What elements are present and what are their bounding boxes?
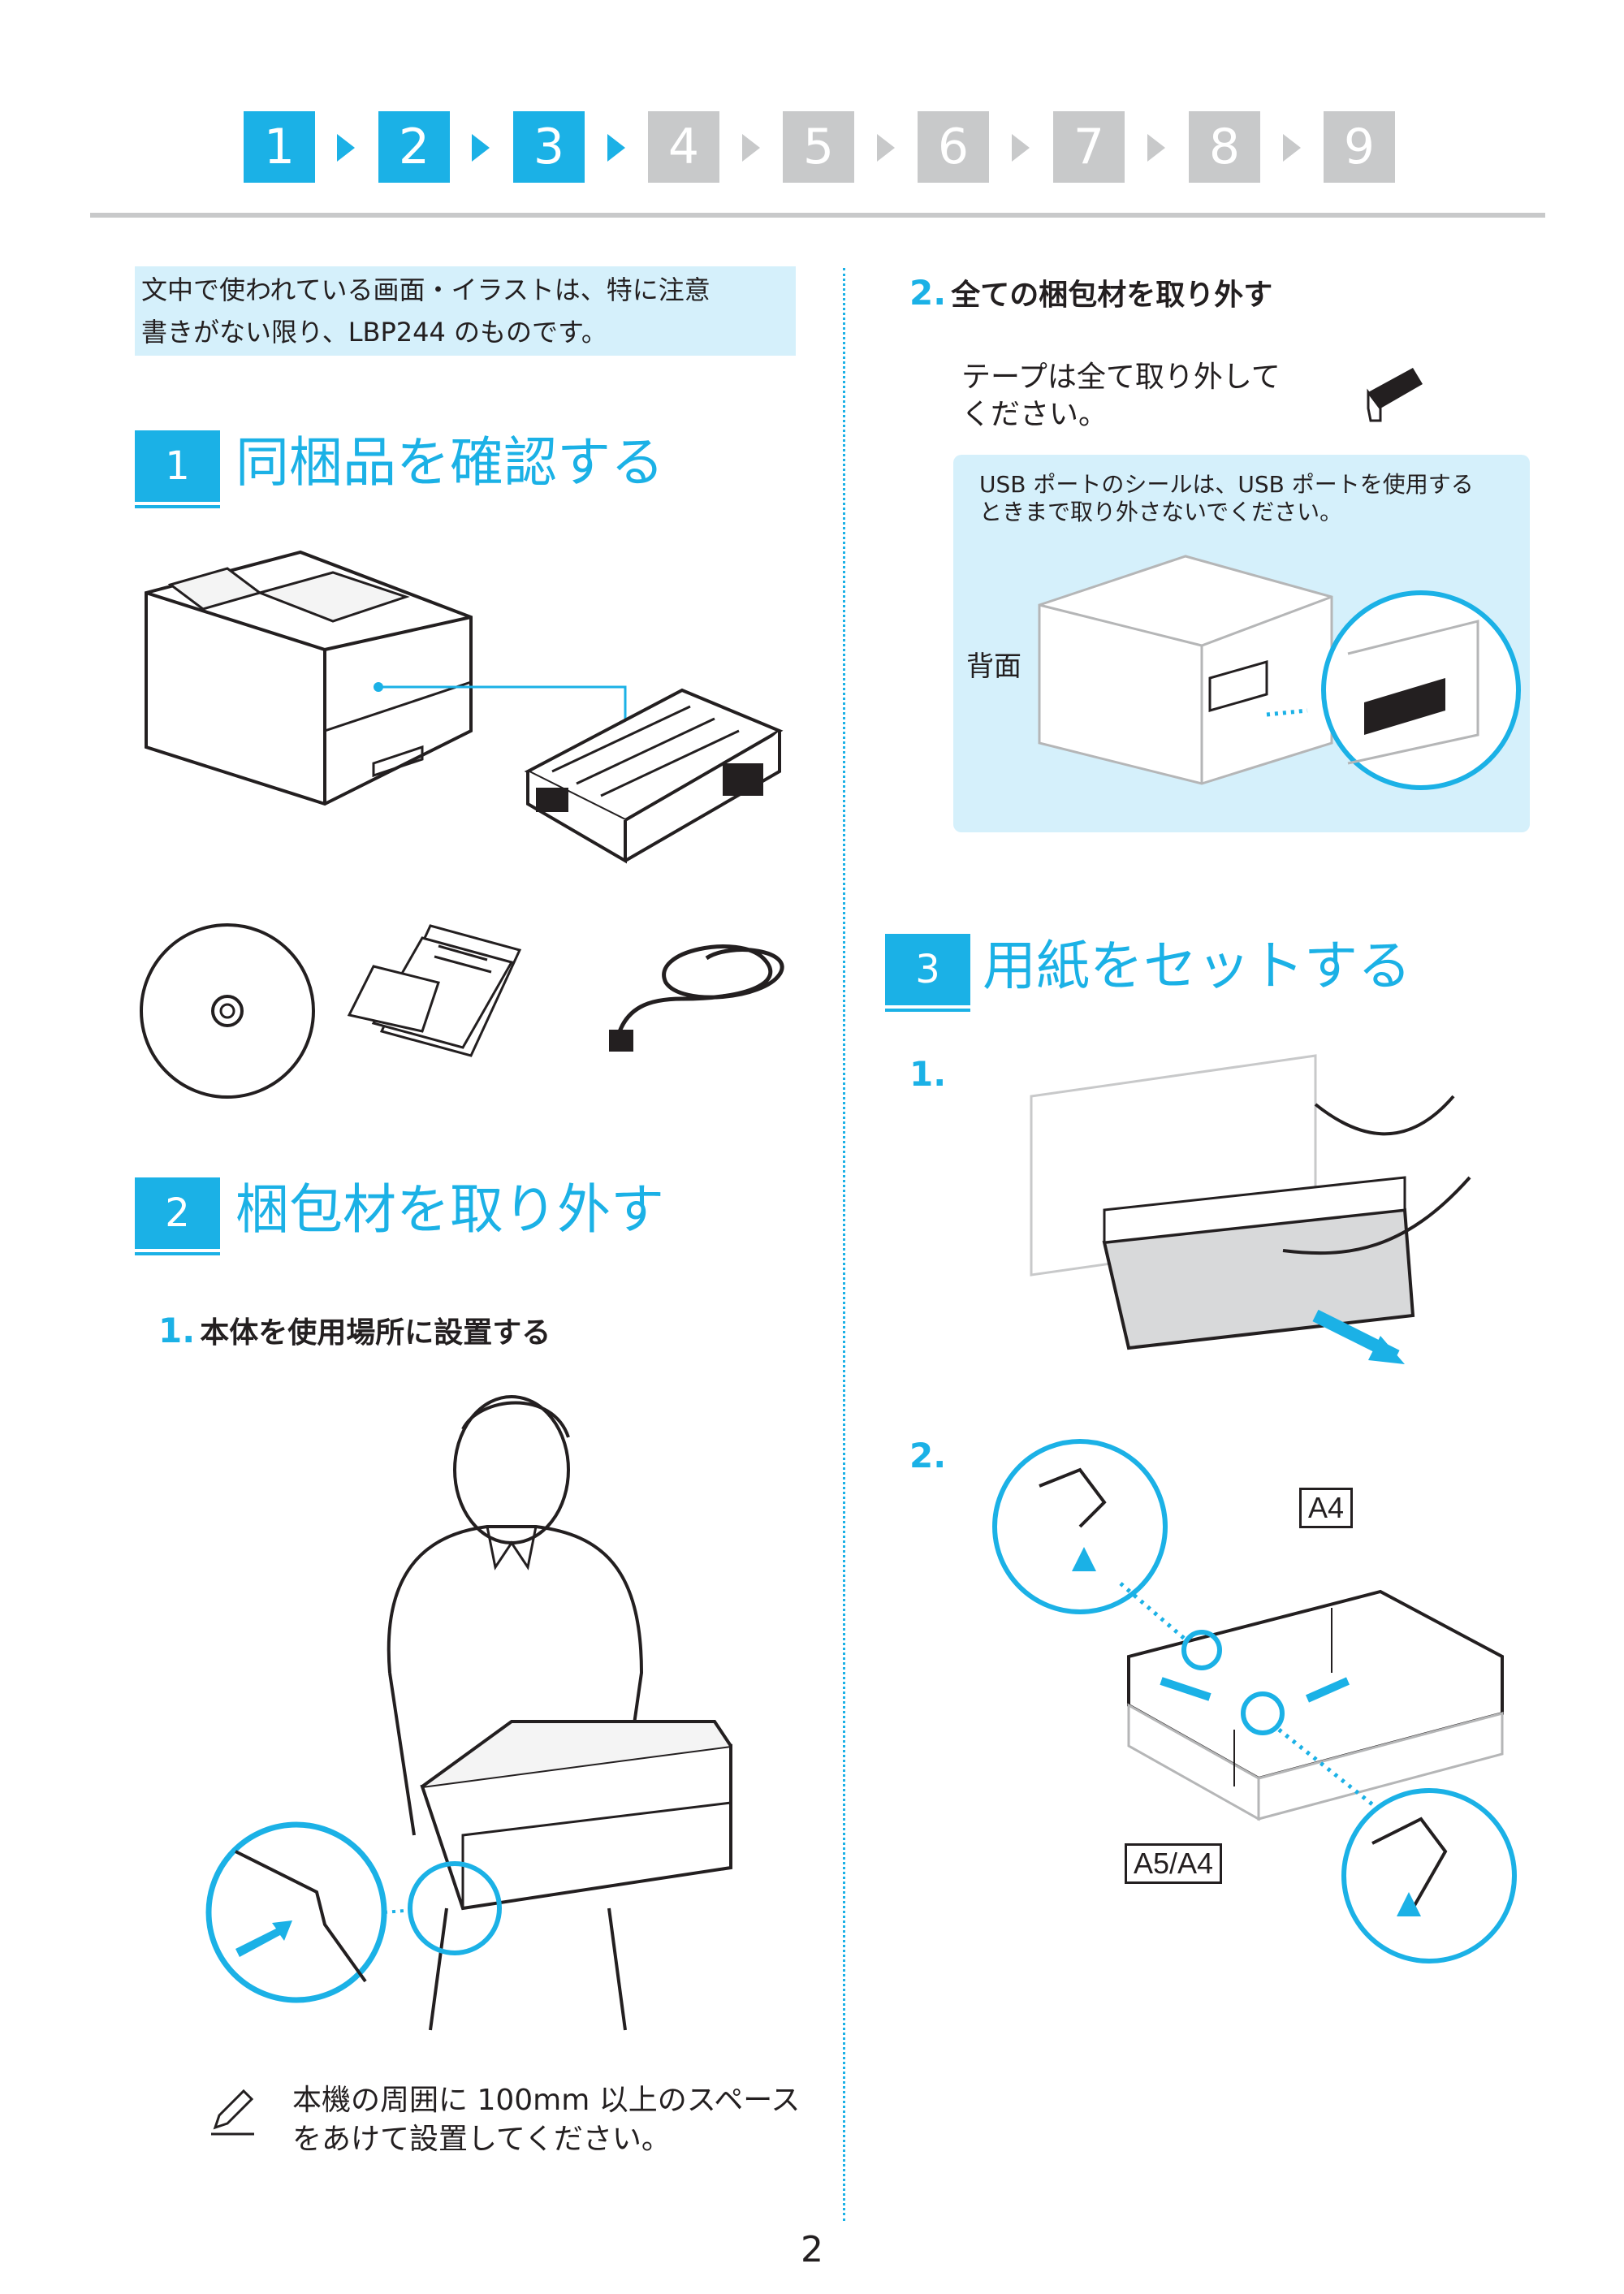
step-arrow [337,134,355,162]
step-number: 2. [909,273,947,313]
handle-detail-callout [205,1821,415,2003]
step-4: 4 [648,111,719,183]
page-number: 2 [801,2229,823,2270]
note-line-1: 文中で使われている画面・イラストは、特に注意 [141,274,710,305]
section-2-title: 梱包材を取り外す [235,1178,664,1241]
pencil-icon [211,2089,254,2136]
section-2-number: 2 [135,1177,220,1255]
back-label: 背面 [966,650,1021,683]
tape-line-1: テープは全て取り外して [961,361,1281,394]
hint-line-2: をあけて設置してください。 [292,2123,671,2156]
step-9: 9 [1324,111,1395,183]
section-1-title: 同梱品を確認する [235,431,664,494]
tape-icon [1367,368,1423,422]
usb-note-line-1: USB ポートのシールは、USB ポートを使用する [979,471,1474,498]
pull-out-tray-illustration [1030,1054,1471,1364]
step-text: 全ての梱包材を取り外す [951,279,1273,312]
step-arrow [877,134,895,162]
step-1: 1 [244,111,315,183]
step-arrow [472,134,490,162]
printer-icon [145,550,473,806]
cd-icon [140,923,315,1099]
column-divider [843,268,845,2221]
step-arrow [742,134,760,162]
note-box: 文中で使われている画面・イラストは、特に注意 書きがない限り、LBP244 のも… [135,266,796,356]
toner-icon [524,688,784,864]
note-line-2: 書きがない限り、LBP244 のものです。 [141,317,607,348]
usb-note: USB ポートのシールは、USB ポートを使用する ときまで取り外さないでくださ… [979,471,1474,526]
step-3: 3 [513,111,585,183]
step-6: 6 [918,111,989,183]
step-5: 5 [783,111,854,183]
step-text: 本体を使用場所に設置する [200,1316,551,1350]
manual-icon [347,924,522,1057]
step-arrow [1147,134,1165,162]
step-number: 1. [158,1311,196,1350]
section-2-step-1: 1.本体を使用場所に設置する [158,1312,551,1352]
printer-back-illustration [1038,555,1521,790]
person-carrying-printer-illustration [387,1395,732,2031]
hint-line-1: 本機の周囲に 100mm 以上のスペース [292,2084,801,2117]
section-3-number: 3 [885,934,970,1012]
section-3-step-2-number: 2. [909,1436,947,1475]
step-arrow [607,134,625,162]
tape-line-2: ください。 [961,398,1108,431]
power-cord-icon [609,944,784,1052]
section-3-step-1-number: 1. [909,1054,947,1094]
label-a4: A4 [1299,1488,1354,1528]
section-3-title: 用紙をセットする [983,935,1411,997]
step-8: 8 [1189,111,1260,183]
callout-line [374,682,627,731]
section-2-step-2: 2.全ての梱包材を取り外す [909,274,1272,314]
step-7: 7 [1053,111,1125,183]
step-arrow [1283,134,1301,162]
paper-guides-illustration [992,1439,1517,1964]
section-1-number: 1 [135,430,220,508]
usb-note-line-2: ときまで取り外さないでください。 [979,499,1343,525]
step-arrow [1012,134,1030,162]
label-a5-a4: A5/A4 [1125,1843,1223,1884]
step-2: 2 [378,111,450,183]
header-rule [90,213,1545,218]
